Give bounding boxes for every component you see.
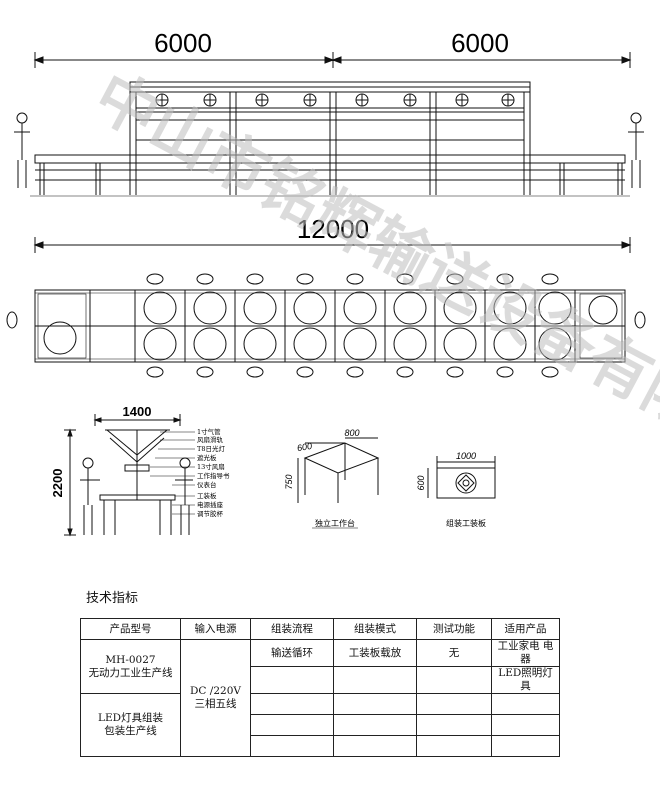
side-elevation <box>30 81 630 197</box>
process-cell: 输送循环 <box>250 639 334 667</box>
model-a-cell: MH-0027 无动力工业生产线 <box>80 639 181 694</box>
callout-label: 13寸风扇 <box>197 462 225 471</box>
caption-table: 独立工作台 <box>315 518 355 528</box>
table-row: MH-0027 无动力工业生产线 DC /220V 三相五线 输送循环 工装板载… <box>80 639 560 757</box>
dim-board-width: 1000 <box>456 451 476 461</box>
table-row <box>81 735 560 757</box>
header-cell: 输入电源 <box>180 618 251 640</box>
caption-board: 组装工装板 <box>446 518 486 528</box>
table-row: 产品型号 输入电源 组装流程 组装模式 测试功能 适用产品 <box>80 618 560 640</box>
callout-label: 电源插座 <box>197 500 224 509</box>
product-cell: 工业家电 电器 <box>491 639 560 667</box>
worker-figure-right <box>628 112 644 188</box>
model-desc: 无动力工业生产线 <box>88 666 173 679</box>
worker-figure-left <box>14 112 30 188</box>
callout-label: 调节胶杯 <box>197 509 224 518</box>
model-b-cell: LED灯具组装 包装生产线 <box>80 693 181 757</box>
pallet-drawing <box>427 456 496 499</box>
callout-label: 1寸气管 <box>197 427 221 436</box>
fan-icon <box>155 93 515 107</box>
plan-view <box>34 289 626 363</box>
plan-dimension <box>33 237 632 253</box>
power-phase: 三相五线 <box>194 698 237 710</box>
dim-station-width: 1400 <box>123 404 152 419</box>
dim-plan-total: 12000 <box>297 214 369 244</box>
dim-table-width: 800 <box>344 428 359 438</box>
callout-label: 风扇滑轨 <box>197 435 224 444</box>
callout-label: 工装板 <box>197 491 217 500</box>
mode-cell: 工装板载放 <box>333 639 417 667</box>
header-cell: 测试功能 <box>416 618 492 640</box>
product-cell: LED照明灯具 <box>491 666 560 694</box>
table-row: LED照明灯具 <box>81 666 560 694</box>
power-cell: DC /220V 三相五线 <box>180 639 251 757</box>
header-cell: 产品型号 <box>80 618 181 640</box>
header-cell: 组装模式 <box>333 618 417 640</box>
model-b-line: 包装生产线 <box>104 725 157 737</box>
callout-label: 仪表台 <box>197 480 217 489</box>
power-voltage: DC /220V <box>190 685 241 697</box>
callout-leaders <box>150 431 195 515</box>
header-cell: 组装流程 <box>250 618 334 640</box>
dim-table-depth: 600 <box>296 441 313 453</box>
callout-label: 工作指导书 <box>197 471 230 480</box>
operator-icon <box>6 273 646 378</box>
table-row: LED灯具组装 包装生产线 <box>80 693 560 757</box>
model-b-line: LED灯具组装 <box>97 712 164 724</box>
station-section <box>64 414 193 537</box>
spec-title: 技术指标 <box>86 591 139 606</box>
header-cell: 适用产品 <box>491 618 560 640</box>
elevation-dimension <box>33 52 632 68</box>
workbench-drawing <box>297 437 380 503</box>
model-code: MH-0027 <box>105 653 156 666</box>
dim-table-height: 750 <box>284 474 294 489</box>
watermark: 中山市铭辉输送设备有限公司 <box>83 59 660 502</box>
dim-station-height: 2200 <box>50 469 65 498</box>
spec-table: 产品型号 输入电源 组装流程 组装模式 测试功能 适用产品 MH-0027 无动… <box>80 618 560 757</box>
callout-label: 遮光板 <box>197 453 217 462</box>
dim-board-depth: 600 <box>416 475 426 490</box>
dim-top-right: 6000 <box>451 28 509 58</box>
test-cell: 无 <box>416 639 492 667</box>
callout-label: T8日光灯 <box>197 444 225 453</box>
dim-top-left: 6000 <box>154 28 212 58</box>
